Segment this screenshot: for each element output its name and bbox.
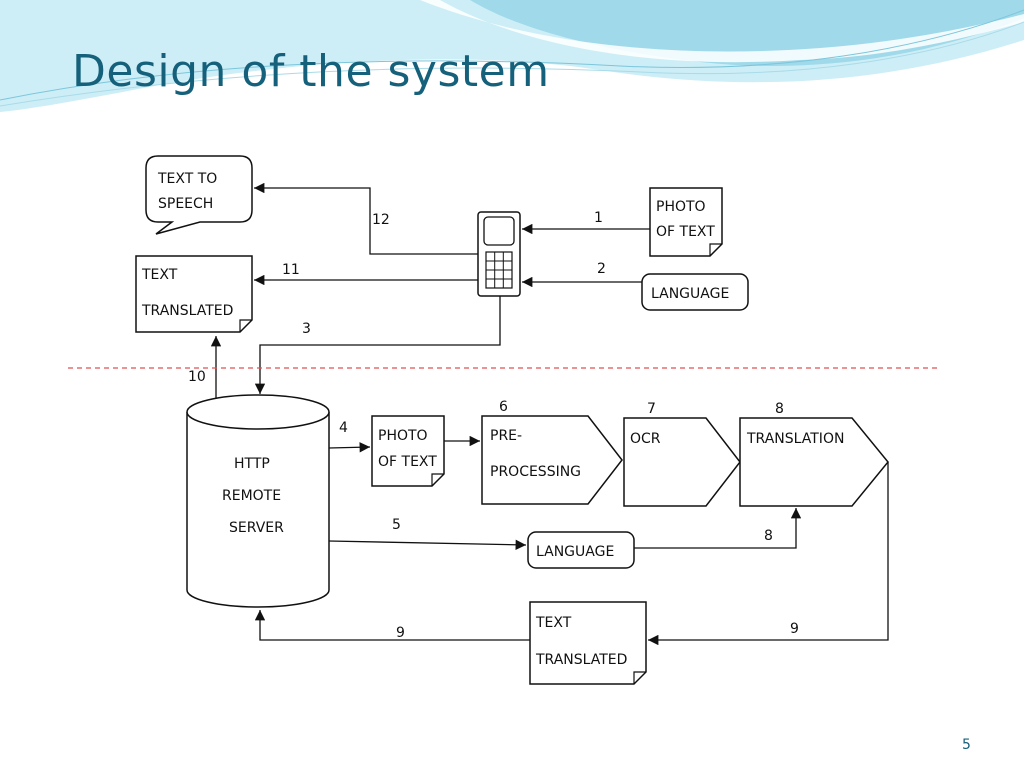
server-photo-of-text-line2: OF TEXT (378, 454, 437, 470)
translation-label: TRANSLATION (746, 431, 844, 447)
client-text-translated-line2: TRANSLATED (141, 303, 233, 319)
client-arrows (210, 182, 650, 400)
server-label-line2: REMOTE (222, 488, 281, 504)
translation-step: TRANSLATION (739, 417, 889, 507)
step-label-7: 7 (647, 401, 656, 417)
arrow-3-phone-to-server (254, 296, 501, 394)
client-language-box: LANGUAGE (641, 273, 749, 311)
server-text-translated-line1: TEXT (535, 615, 572, 631)
client-photo-of-text-line1: PHOTO (656, 199, 706, 215)
text-to-speech-line2: SPEECH (158, 196, 213, 212)
arrow-12-phone-to-speech (253, 182, 478, 255)
server-text-translated-line2: TRANSLATED (535, 652, 627, 668)
server-photo-of-text-line1: PHOTO (378, 428, 428, 444)
pre-processing-line1: PRE- (490, 428, 522, 444)
step-label-2: 2 (597, 261, 606, 277)
wave-line-2 (0, 21, 1024, 107)
server-photo-of-text-document: PHOTO OF TEXT (371, 415, 445, 487)
client-text-translated-document: TEXT TRANSLATED (135, 255, 253, 333)
step-label-5: 5 (392, 517, 401, 533)
server-label-line3: SERVER (229, 520, 284, 536)
slide-title: Design of the system (72, 46, 550, 97)
pre-processing-line2: PROCESSING (490, 464, 581, 480)
client-text-translated-line1: TEXT (141, 267, 178, 283)
arrow-4-server-to-photo (328, 442, 371, 453)
ocr-step: OCR (623, 417, 741, 507)
pre-processing-step: PRE- PROCESSING (481, 415, 623, 505)
header-wave-decoration (0, 0, 1024, 112)
server-text-translated-document: TEXT TRANSLATED (529, 601, 647, 685)
step-label-10: 10 (188, 369, 206, 385)
step-label-9-right: 9 (790, 621, 799, 637)
text-to-speech-bubble: TEXT TO SPEECH (145, 155, 253, 235)
client-language-label: LANGUAGE (651, 286, 729, 302)
page-number: 5 (962, 737, 971, 753)
server-language-label: LANGUAGE (536, 544, 614, 560)
step-label-6: 6 (499, 399, 508, 415)
wave-white-streak (420, 0, 1024, 63)
wave-line-1 (0, 9, 1024, 101)
step-label-8-language: 8 (764, 528, 773, 544)
arrow-8-language-to-translation (634, 508, 802, 549)
step-label-8-translation: 8 (775, 401, 784, 417)
step-label-4: 4 (339, 420, 348, 436)
client-photo-of-text-line2: OF TEXT (656, 224, 715, 240)
ocr-label: OCR (630, 431, 661, 447)
step-label-12: 12 (372, 212, 390, 228)
arrow-9-text-translated-to-server (254, 610, 530, 641)
server-language-box: LANGUAGE (527, 531, 635, 569)
mobile-phone-icon (477, 211, 521, 297)
step-label-3: 3 (302, 321, 311, 337)
arrow-9-translation-to-text-translated (648, 462, 889, 646)
http-remote-server-cylinder: HTTP REMOTE SERVER (186, 394, 330, 608)
step-label-1: 1 (594, 210, 603, 226)
server-arrows (254, 435, 889, 646)
step-label-9-left: 9 (396, 625, 405, 641)
arrow-5-server-to-language (328, 539, 527, 550)
step-label-11: 11 (282, 262, 300, 278)
server-label-line1: HTTP (234, 456, 270, 472)
client-photo-of-text-document: PHOTO OF TEXT (649, 187, 723, 257)
text-to-speech-line1: TEXT TO (157, 171, 217, 187)
